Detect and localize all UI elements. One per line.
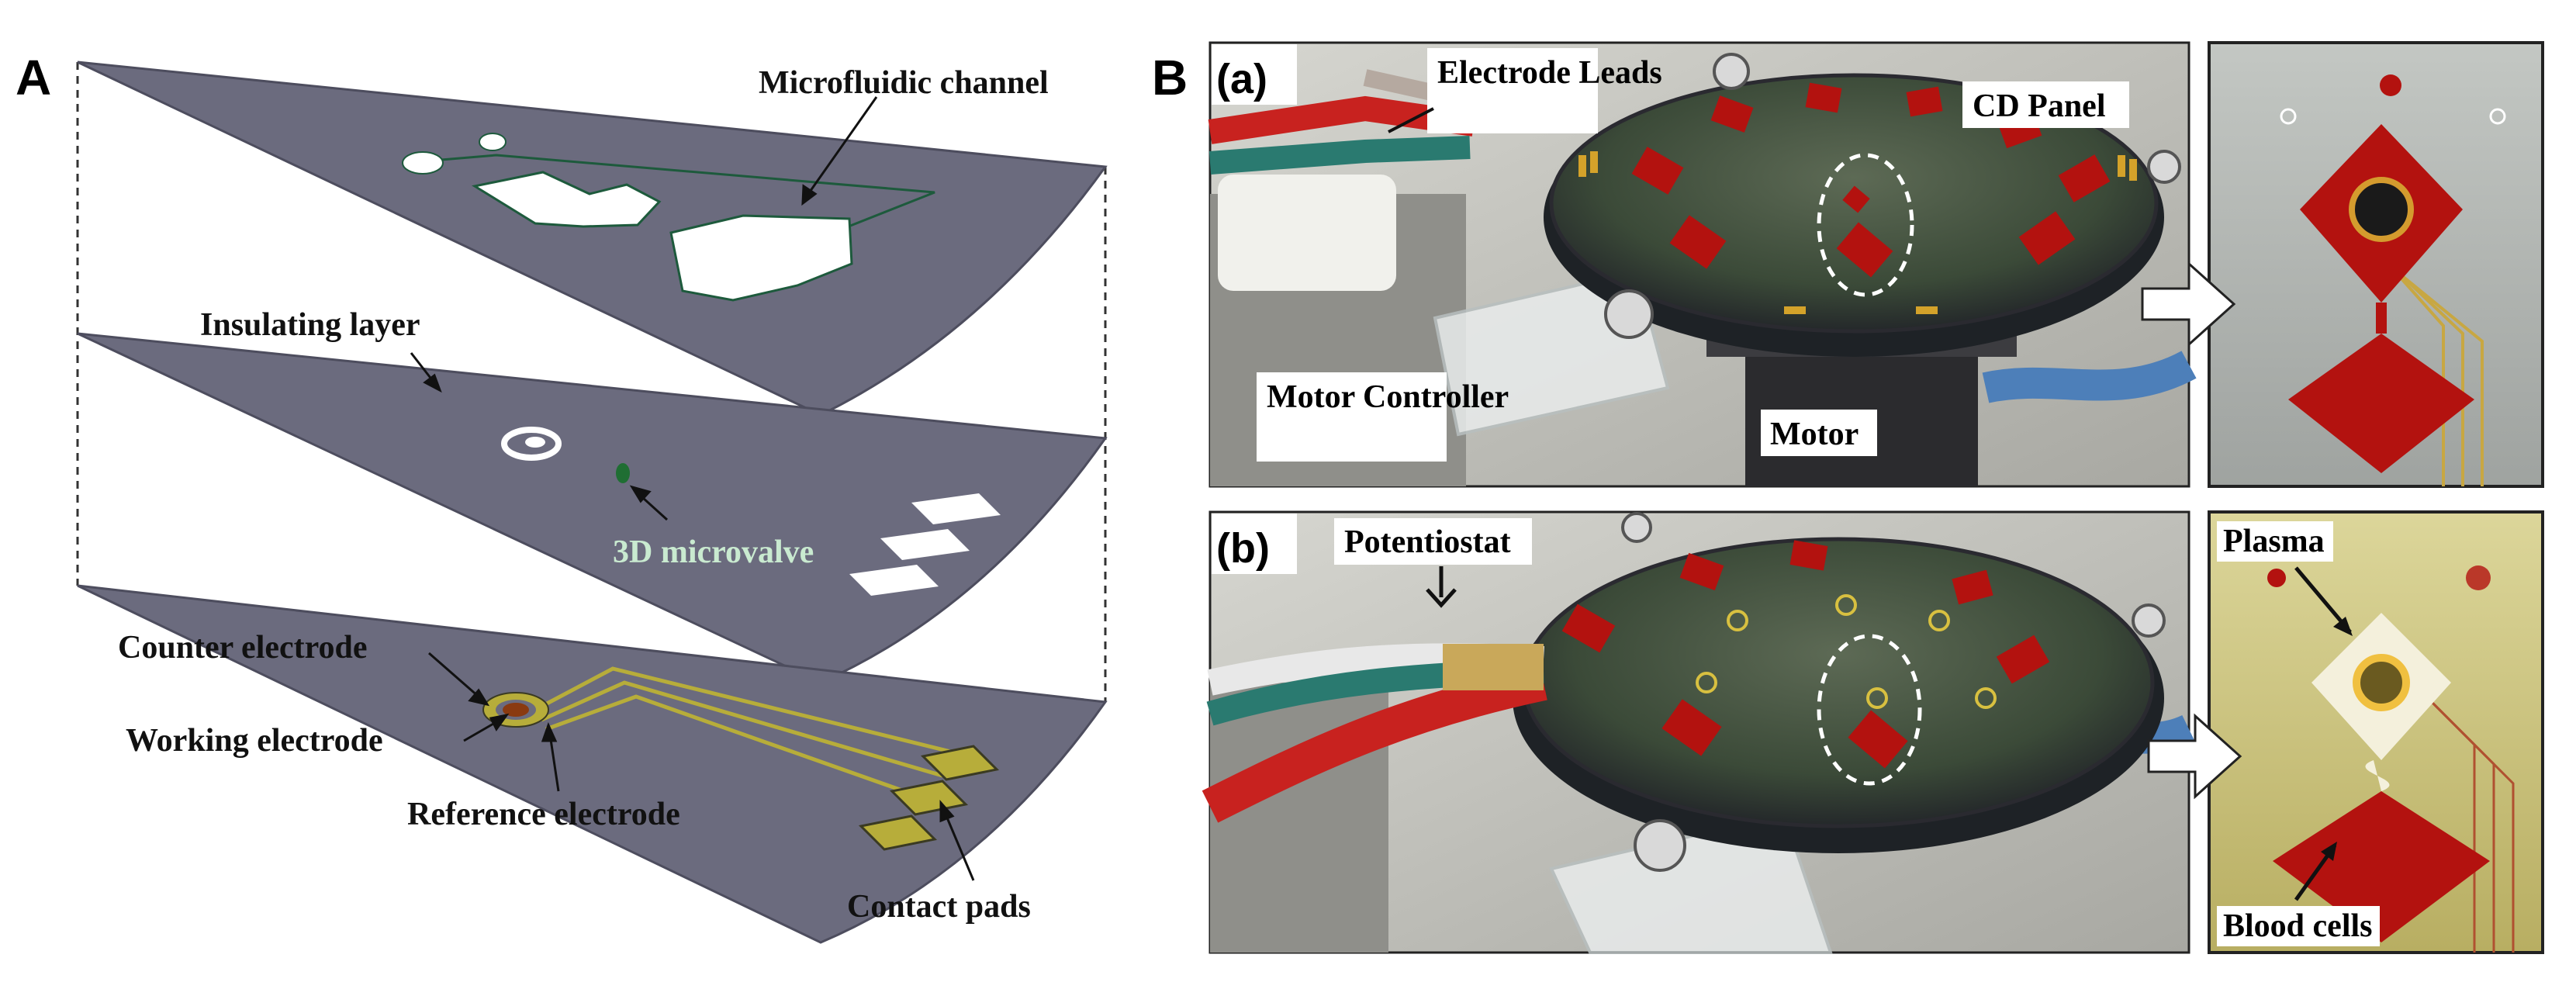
label-motor: Motor: [1770, 417, 1859, 452]
zoom-a-electrode: [2349, 177, 2414, 242]
label-contact-pads: Contact pads: [847, 889, 1031, 925]
green-clip-lead: [1208, 136, 1471, 175]
zoom-row-b: Plasma Blood cells: [2208, 510, 2544, 954]
screw: [2147, 150, 2181, 184]
microfluidic-layer: [77, 61, 1108, 417]
pad-openings: [849, 493, 1001, 596]
arrow-zoom-a: [2141, 261, 2236, 348]
bottom-layer-sheet: [77, 584, 1108, 944]
label-insulating-layer: Insulating layer: [200, 307, 420, 343]
zoom-a-traces: [2380, 254, 2484, 486]
tag-bg-a: [1212, 44, 1297, 105]
label-bg-controller: [1257, 372, 1447, 462]
zoom-a-lower-chamber: [2288, 334, 2474, 473]
zoom-b-traces: [2411, 681, 2515, 953]
label-counter-electrode: Counter electrode: [118, 630, 368, 666]
screw: [1621, 512, 1652, 543]
cd-disc-b: [1522, 537, 2155, 828]
photo-row-a: Electrode Leads CD Panel Motor Controlle…: [1208, 41, 2197, 488]
row-b-tag: (b): [1216, 525, 1270, 572]
inlet-hole: [402, 151, 444, 175]
panel-b-letter: B: [1152, 50, 1188, 105]
label-bg-blood-cells: [2217, 906, 2380, 946]
label-bg-motor: [1761, 410, 1877, 456]
blue-cable: [1982, 351, 2197, 403]
label-working-electrode: Working electrode: [126, 723, 383, 759]
arrow-leads: [1388, 107, 1434, 133]
annotation-arrows: [410, 96, 975, 881]
photo-row-b: Potentiostat (b): [1202, 510, 2196, 954]
screw: [1634, 819, 1686, 872]
working-electrode-disc: [503, 703, 529, 717]
channel-line: [422, 154, 935, 251]
label-bg-plasma: [2217, 521, 2333, 562]
zoom-a-vent: [2489, 108, 2506, 125]
label-3d-microvalve: 3D microvalve: [613, 534, 814, 570]
zoom-b-inlet: [2267, 569, 2286, 587]
middle-layer-sheet: [77, 332, 1108, 684]
electrode-ring-opening: [501, 427, 562, 461]
zoom-b-electrode: [2353, 654, 2410, 711]
exploded-layer-diagram: A: [16, 50, 1108, 944]
upper-chamber: [471, 171, 662, 228]
zoom-b-blood-chamber: [2273, 791, 2490, 942]
screw: [1713, 53, 1750, 90]
microvalve-mark: [616, 463, 630, 483]
label-potentiostat: Potentiostat: [1344, 524, 1511, 560]
insulating-layer: [77, 332, 1108, 684]
highlight-ellipse-a: [1817, 153, 1914, 297]
zoom-row-a: [2208, 41, 2544, 488]
label-reference-electrode: Reference electrode: [407, 797, 680, 832]
red-clip-lead-b: [1202, 665, 1547, 823]
electrode-rings-b: [1696, 594, 1997, 709]
label-electrode: Electrode Leads: [1437, 55, 1662, 91]
label-cd-panel: CD Panel: [1973, 88, 2106, 124]
screw: [2132, 603, 2166, 638]
tag-bg-b: [1212, 514, 1297, 574]
contact-pads: [858, 745, 1000, 851]
zoom-b-vent: [2466, 565, 2491, 590]
electrode-traces: [534, 666, 970, 797]
label-microfluidic-channel: Microfluidic channel: [759, 65, 1049, 101]
label-electrode-leads: Electrode Leads: [1437, 55, 1662, 91]
rim-contact-pads-a: [1578, 151, 2137, 314]
label-bg-cd: [1962, 81, 2129, 128]
blood-chambers-b: [1561, 540, 2050, 769]
clip-jaws: [1443, 644, 1544, 690]
blood-chambers-a: [1631, 82, 2111, 278]
vent-hole: [479, 133, 507, 151]
zoom-a-vent: [2280, 108, 2297, 125]
label-bg-potentiostat: [1334, 518, 1532, 565]
label-plasma: Plasma: [2223, 524, 2325, 559]
highlight-ellipse-b: [1817, 634, 1922, 786]
row-a-tag: (a): [1216, 56, 1267, 102]
arrow-zoom-b: [2147, 713, 2242, 800]
label-bg-leads: [1427, 48, 1598, 133]
lower-chamber: [669, 214, 853, 302]
top-layer-sheet: [77, 61, 1108, 417]
controller-knob-housing: [1218, 175, 1396, 291]
zoom-a-inlet: [2380, 74, 2401, 96]
electrode-center-opening: [525, 437, 545, 448]
label-blood-cells: Blood cells: [2223, 908, 2373, 944]
screw: [1604, 289, 1654, 339]
panel-a-letter: A: [16, 50, 51, 105]
label-motor-controller: Motor Controller: [1267, 379, 1509, 415]
